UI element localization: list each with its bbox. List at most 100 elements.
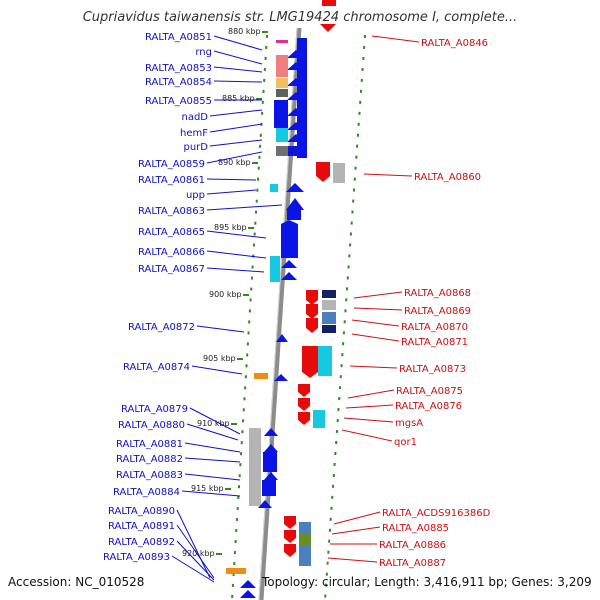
ruler-label: 915 kbp bbox=[191, 484, 224, 493]
forward-genes-890 bbox=[270, 183, 304, 282]
left-gene-label: RALTA_A0883 bbox=[116, 470, 183, 481]
forward-genes-915 bbox=[249, 428, 278, 508]
reverse-genes-890 bbox=[316, 162, 345, 183]
forward-genes-bottom bbox=[226, 568, 256, 598]
left-gene-label: upp bbox=[186, 190, 205, 201]
left-track-guide bbox=[231, 34, 268, 600]
left-leader-line bbox=[213, 35, 263, 51]
left-gene-label: RALTA_A0890 bbox=[108, 506, 175, 517]
left-gene-label: RALTA_A0855 bbox=[145, 96, 212, 107]
left-gene-label: RALTA_A0854 bbox=[145, 77, 212, 88]
left-gene-label: RALTA_A0865 bbox=[138, 227, 205, 238]
ruler-label: 885 kbp bbox=[222, 94, 255, 103]
left-leader-line bbox=[189, 407, 241, 435]
right-gene-label: RALTA_A0869 bbox=[404, 306, 471, 317]
left-leader-line bbox=[186, 423, 239, 441]
right-gene-label: RALTA_A0887 bbox=[379, 558, 446, 569]
right-leader-line bbox=[333, 511, 381, 525]
right-leader-line bbox=[363, 173, 413, 177]
topology-footer: Topology: circular; Length: 3,416,911 bp… bbox=[262, 575, 592, 589]
left-leader-line bbox=[184, 457, 241, 463]
left-gene-label: RALTA_A0874 bbox=[123, 362, 190, 373]
reverse-genes-905 bbox=[302, 346, 332, 378]
left-leader-line bbox=[181, 490, 241, 497]
left-gene-label: RALTA_A0891 bbox=[108, 521, 175, 532]
left-gene-label: RALTA_A0859 bbox=[138, 159, 205, 170]
left-leader-line bbox=[176, 524, 215, 579]
left-leader-line bbox=[213, 66, 263, 73]
right-gene-label: RALTA_A0875 bbox=[396, 386, 463, 397]
left-gene-label: RALTA_A0872 bbox=[128, 322, 195, 333]
left-leader-line bbox=[209, 123, 263, 133]
left-gene-label: RALTA_A0853 bbox=[145, 63, 212, 74]
left-gene-label: RALTA_A0881 bbox=[116, 439, 183, 450]
right-gene-label: RALTA_A0886 bbox=[379, 540, 446, 551]
left-gene-label: RALTA_A0861 bbox=[138, 175, 205, 186]
left-leader-line bbox=[206, 250, 267, 259]
reverse-genes-900 bbox=[306, 290, 336, 333]
right-gene-label: RALTA_A0846 bbox=[421, 38, 488, 49]
ruler-label: 895 kbp bbox=[214, 223, 247, 232]
left-leader-line bbox=[184, 442, 241, 453]
ruler-label: 910 kbp bbox=[197, 419, 230, 428]
gene-top-red bbox=[322, 0, 336, 6]
left-gene-label: RALTA_A0867 bbox=[138, 264, 205, 275]
right-leader-line bbox=[327, 557, 378, 563]
left-gene-label: rng bbox=[195, 47, 212, 58]
left-leader-line bbox=[206, 151, 263, 164]
left-leader-line bbox=[191, 365, 243, 375]
left-leader-line bbox=[209, 139, 263, 147]
right-gene-label: RALTA_ACDS916386D bbox=[382, 508, 491, 519]
left-labels-layer: RALTA_A0851rngRALTA_A0853RALTA_A0854RALT… bbox=[103, 32, 283, 583]
ruler-label: 890 kbp bbox=[218, 158, 251, 167]
right-gene-label: RALTA_A0871 bbox=[401, 337, 468, 348]
left-gene-label: RALTA_A0863 bbox=[138, 206, 205, 217]
left-leader-line bbox=[206, 230, 267, 239]
left-leader-line bbox=[209, 109, 263, 117]
ruler-label: 880 kbp bbox=[228, 27, 261, 36]
left-gene-label: RALTA_A0884 bbox=[113, 487, 180, 498]
left-gene-label: RALTA_A0866 bbox=[138, 247, 205, 258]
right-leader-line bbox=[341, 429, 393, 442]
left-gene-label: RALTA_A0892 bbox=[108, 537, 175, 548]
ruler-label: 905 kbp bbox=[203, 354, 236, 363]
right-leader-line bbox=[353, 291, 403, 299]
left-gene-label: RALTA_A0893 bbox=[103, 552, 170, 563]
right-gene-label: RALTA_A0870 bbox=[401, 322, 468, 333]
forward-genes-905 bbox=[254, 334, 288, 381]
left-leader-line bbox=[206, 267, 265, 273]
right-gene-label: RALTA_A0868 bbox=[404, 288, 471, 299]
left-gene-label: purD bbox=[184, 142, 209, 153]
left-leader-line bbox=[176, 540, 215, 581]
right-leader-line bbox=[353, 307, 403, 311]
left-leader-line bbox=[196, 325, 245, 333]
left-gene-label: RALTA_A0880 bbox=[118, 420, 185, 431]
right-leader-line bbox=[351, 333, 400, 342]
right-leader-line bbox=[331, 526, 381, 535]
right-gene-label: RALTA_A0885 bbox=[382, 523, 449, 534]
left-leader-line bbox=[176, 509, 211, 579]
reverse-genes-920 bbox=[284, 516, 311, 566]
left-gene-label: RALTA_A0882 bbox=[116, 454, 183, 465]
left-gene-label: RALTA_A0851 bbox=[145, 32, 212, 43]
left-gene-label: nadD bbox=[181, 112, 208, 123]
right-leader-line bbox=[371, 35, 420, 43]
right-leader-line bbox=[349, 365, 398, 369]
left-leader-line bbox=[184, 473, 241, 481]
accession-footer: Accession: NC_010528 bbox=[8, 575, 145, 589]
right-gene-label: RALTA_A0860 bbox=[414, 172, 481, 183]
map-title: Cupriavidus taiwanensis str. LMG19424 ch… bbox=[82, 10, 518, 25]
left-leader-line bbox=[213, 50, 263, 65]
right-gene-label: RALTA_A0873 bbox=[399, 364, 466, 375]
right-leader-line bbox=[347, 389, 395, 399]
right-labels-layer: RALTA_A0846RALTA_A0860RALTA_A0868RALTA_A… bbox=[327, 35, 491, 569]
left-leader-line bbox=[206, 204, 283, 211]
right-gene-label: mgsA bbox=[395, 418, 423, 429]
left-gene-label: hemF bbox=[180, 128, 208, 139]
right-leader-line bbox=[345, 404, 394, 409]
left-leader-line bbox=[206, 178, 257, 181]
right-leader-line bbox=[343, 417, 394, 423]
right-leader-line bbox=[351, 319, 400, 327]
